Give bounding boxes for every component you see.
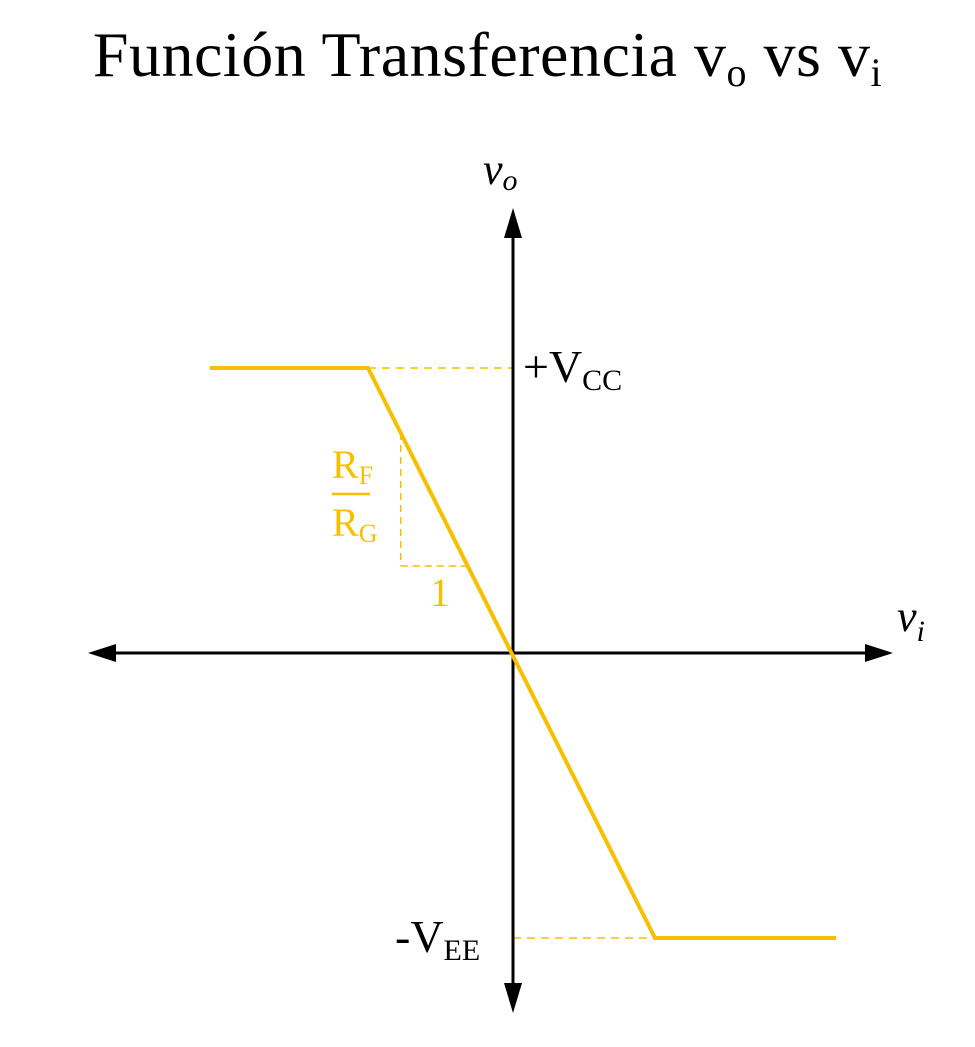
slope-run-label: 1 [430,570,450,615]
title-main: Función Transferencia v [92,19,727,90]
title-vs: vs v [747,19,871,90]
curve-vertex-0 [209,367,211,369]
chart-title: Función Transferencia vo vs vi [0,18,975,96]
x-axis-label: vi [897,592,925,648]
slope-denominator: RG [332,500,377,548]
transfer-curve-line [210,366,836,940]
vee-label: -VEE [395,911,480,967]
y-axis-arrow-up [504,208,522,238]
title-subscript-o: o [726,50,748,95]
curve-vertex-2 [654,937,656,939]
transfer-curve [209,366,837,940]
guide-lines [368,367,655,939]
x-axis-arrow-left [88,644,116,662]
slope-numerator: RF [332,442,373,490]
vcc-label: +VCC [523,341,622,397]
curve-vertex-3 [835,937,837,939]
y-axis-arrow-down [504,983,522,1013]
axis-labels: vo vi +VCC -VEE RF RG 1 [332,145,925,967]
title-subscript-i: i [870,50,883,95]
x-axis-arrow-right [865,644,893,662]
curve-vertex-1 [367,367,369,369]
axes [88,208,893,1013]
y-axis-label: vo [483,145,518,197]
